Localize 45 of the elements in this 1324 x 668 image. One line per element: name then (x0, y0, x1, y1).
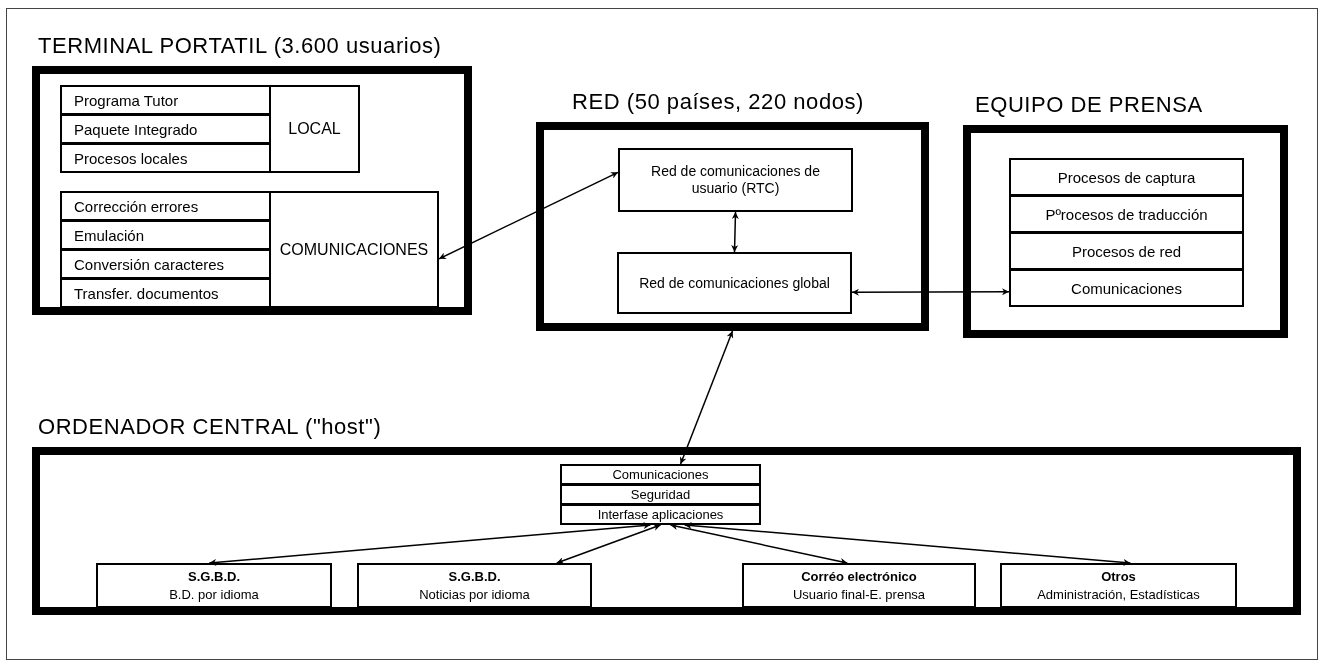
double-arrow (851, 288, 1010, 296)
process-box (618, 148, 853, 212)
box-text: Noticias por idioma (419, 585, 530, 604)
double-arrow (208, 522, 652, 566)
box-heading: S.G.B.D. (448, 567, 501, 586)
table-cell: Paquete Integrado (60, 114, 271, 144)
table-cell: Seguridad (560, 484, 761, 505)
module-group (60, 191, 439, 308)
process-box (96, 563, 332, 608)
double-arrow (731, 211, 739, 253)
box-text: Red de comunicaciones de usuario (RTC) (650, 163, 821, 197)
module-group (60, 85, 360, 173)
box-heading: Otros (1101, 567, 1136, 586)
table-cell: Procesos de captura (1009, 158, 1244, 196)
double-arrow (556, 524, 662, 564)
panel-heading: RED (50 países, 220 nodos) (572, 89, 864, 114)
box-text: Administración, Estadísticas (1037, 585, 1200, 604)
table-cell: Procesos de red (1009, 232, 1244, 270)
group-label: COMUNICACIONES (279, 241, 429, 258)
panel-heading: ORDENADOR CENTRAL ("host") (38, 414, 382, 439)
double-arrow (679, 330, 734, 465)
table-cell: Conversión caracteres (60, 249, 271, 279)
group-label: LOCAL (288, 121, 341, 137)
box-heading: Corréo electrónico (801, 567, 917, 586)
table-cell: Corrección errores (60, 191, 271, 221)
box-heading: S.G.B.D. (188, 567, 240, 586)
table-cell: Procesos locales (60, 143, 271, 173)
table-cell: Programa Tutor (60, 85, 271, 115)
process-box (1000, 563, 1237, 608)
table-cell: Emulación (60, 220, 271, 250)
table-cell: Transfer. documentos (60, 278, 271, 308)
process-box (617, 252, 852, 314)
process-box (357, 563, 592, 608)
box-text: Red de comunicaciones global (638, 274, 831, 292)
panel-heading: TERMINAL PORTATIL (3.600 usuarios) (38, 33, 442, 58)
box-text: B.D. por idioma (169, 585, 259, 604)
table-cell: Pºrocesos de traducción (1009, 195, 1244, 233)
double-arrow (683, 522, 1132, 566)
double-arrow (438, 171, 619, 260)
double-arrow (669, 523, 849, 565)
panel-heading: EQUIPO DE PRENSA (975, 92, 1203, 117)
box-text: Usuario final-E. prensa (792, 585, 926, 604)
table-cell: Comunicaciones (1009, 269, 1244, 307)
process-box (742, 563, 976, 608)
table-cell: Interfase aplicaciones (560, 504, 761, 525)
